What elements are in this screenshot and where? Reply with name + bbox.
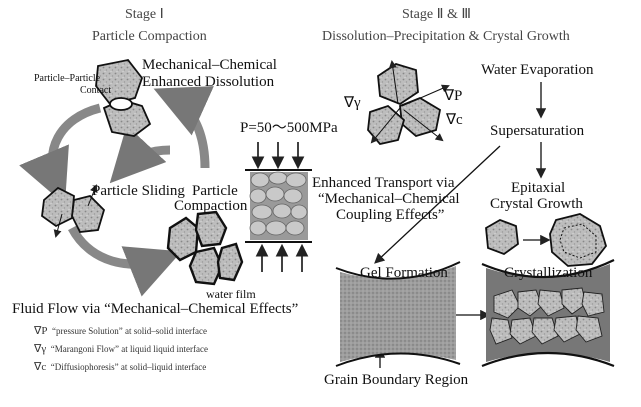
label-crystal-growth: Crystal Growth [490, 196, 583, 212]
label-enhanced-transport: Enhanced Transport via [312, 175, 455, 191]
cycle-arrow-center [109, 125, 171, 184]
legend-symbol: ∇P [34, 325, 48, 337]
label-supersaturation: Supersaturation [490, 123, 585, 139]
stage1-subtitle: Particle Compaction [92, 29, 207, 44]
cycle-arrow-bottom [68, 225, 182, 297]
legend-text: “Diffusiophoresis” at solid–liquid inter… [50, 362, 207, 372]
legend-text: “Marangoni Flow” at liquid liquid interf… [50, 344, 208, 354]
legend-row: ∇P “pressure Solution” at solid–solid in… [34, 326, 207, 337]
legend-text: “pressure Solution” at solid–solid inter… [51, 326, 207, 336]
label-water-film: water film [206, 287, 256, 301]
label-grad-c: ∇c [446, 112, 463, 128]
label-grain-boundary: Grain Boundary Region [324, 372, 469, 388]
pressure-arrows [251, 142, 309, 272]
cycle-arrow-right [153, 86, 214, 169]
particles-cluster [367, 63, 442, 145]
cycle-arrows [19, 86, 214, 297]
stage23-title: Stage Ⅱ & Ⅲ [402, 7, 472, 22]
legend-symbol: ∇c [34, 361, 47, 373]
label-gel-formation: Gel Formation [360, 265, 448, 281]
label-grad-p: ∇P [444, 88, 463, 104]
cycle-arrow-left [19, 103, 102, 205]
label-pressure: P=50～500MPa [240, 120, 338, 136]
label-compaction: Compaction [174, 198, 248, 214]
legend-symbol: ∇γ [34, 343, 47, 355]
label-pp-contact: Particle–Particle [34, 73, 101, 84]
legend-row: ∇γ “Marangoni Flow” at liquid liquid int… [34, 344, 208, 355]
flow-arrows [374, 82, 551, 368]
crystallization-panel [481, 259, 615, 368]
label-enhanced-dissolution: Enhanced Dissolution [142, 74, 275, 90]
label-particle-sliding: Particle Sliding [92, 183, 185, 199]
gel-panel [335, 261, 461, 367]
label-fluid-flow: Fluid Flow via “Mechanical–Chemical Effe… [12, 301, 299, 317]
label-water-evaporation: Water Evaporation [481, 62, 594, 78]
label-contact: Contact [80, 85, 112, 96]
label-mech-chem-quote: “Mechanical–Chemical [318, 191, 460, 207]
label-crystallization: Crystallization [504, 265, 593, 281]
particles-compaction [166, 210, 244, 286]
particles-dissolution [95, 59, 152, 137]
stage1-title: Stage Ⅰ [125, 7, 164, 22]
label-coupling-effects: Coupling Effects” [336, 207, 445, 223]
stage23-subtitle: Dissolution–Precipitation & Crystal Grow… [322, 29, 570, 44]
label-grad-gamma: ∇γ [344, 95, 361, 111]
epitaxial-particles [485, 213, 607, 267]
label-epitaxial: Epitaxial [511, 180, 566, 196]
legend-row: ∇c “Diffusiophoresis” at solid–liquid in… [34, 362, 206, 373]
compacted-column [245, 169, 312, 243]
label-particle: Particle [192, 183, 238, 199]
label-mech-chem: Mechanical–Chemical [142, 57, 277, 73]
particles-sliding [41, 186, 106, 233]
